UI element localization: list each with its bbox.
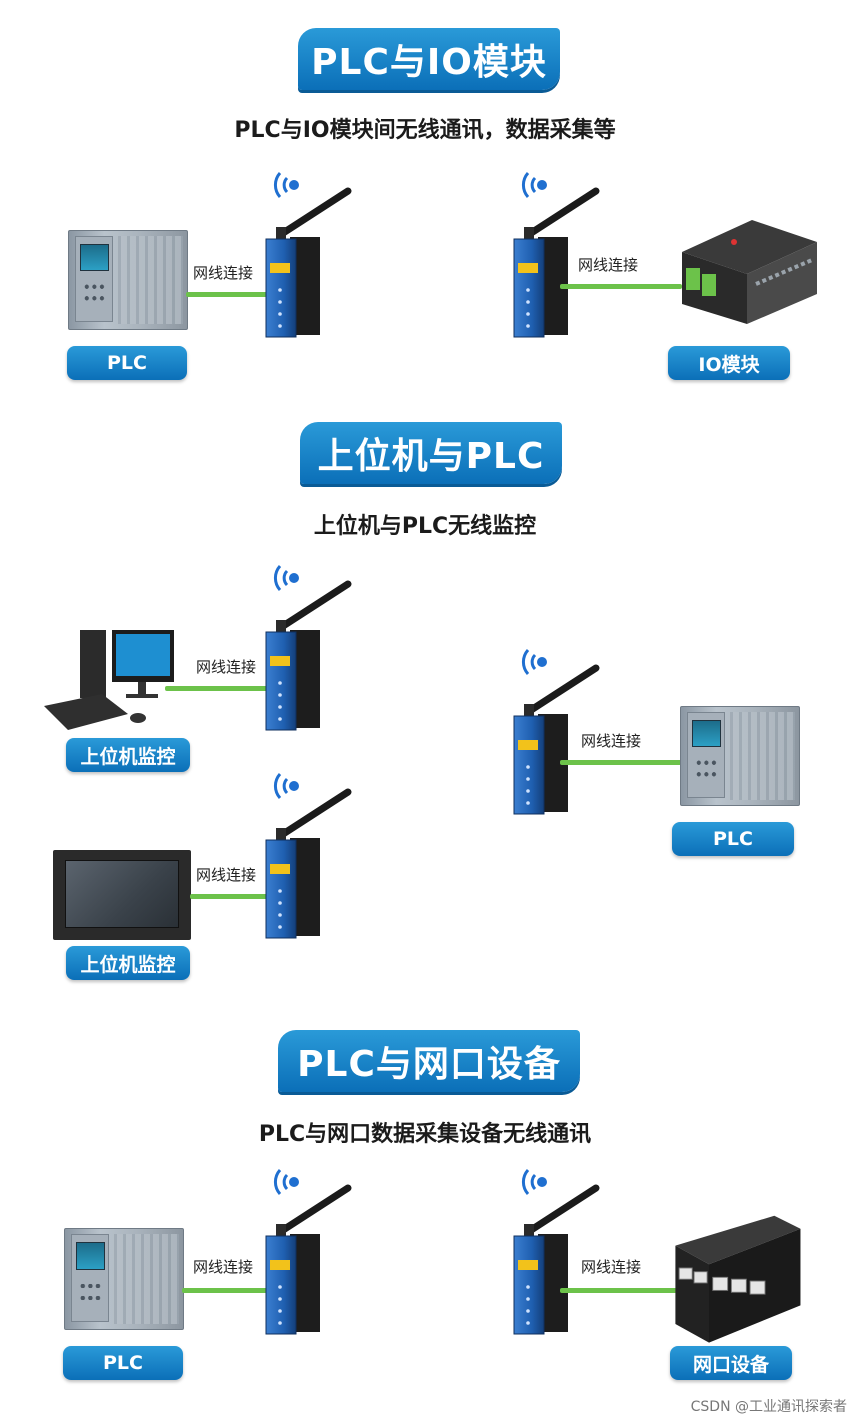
hmi-touch-panel-icon [53, 850, 191, 940]
plc-device-icon [68, 230, 188, 330]
network-cable-line [182, 1288, 272, 1293]
link-label: 网线连接 [581, 1258, 642, 1276]
host-monitor-label: 上位机监控 [66, 946, 190, 980]
link-label: 网线连接 [196, 658, 257, 676]
network-cable-line [165, 686, 271, 691]
plc-label: PLC [67, 346, 187, 380]
link-label: 网线连接 [196, 866, 257, 884]
wireless-module-icon [262, 558, 362, 733]
io-module-device-icon [682, 220, 817, 324]
link-label: 网线连接 [578, 256, 639, 274]
desktop-computer-icon [44, 630, 174, 730]
wireless-module-icon [262, 165, 362, 340]
csdn-watermark: CSDN @工业通讯探索者 [690, 1399, 847, 1415]
wireless-module-icon [510, 1162, 610, 1337]
plc-label: PLC [63, 1346, 183, 1380]
host-monitor-label-text: 上位机监控 [80, 745, 176, 768]
link-label: 网线连接 [193, 264, 254, 282]
host-monitor-label-text: 上位机监控 [80, 953, 176, 976]
section-3-subtitle: PLC与网口数据采集设备无线通讯 [258, 1122, 592, 1147]
plc-label-text: PLC [713, 828, 753, 850]
plc-label: PLC [672, 822, 794, 856]
network-cable-line [186, 292, 272, 297]
section-1-title: PLC与IO模块 [298, 28, 560, 90]
wireless-module-icon [262, 1162, 362, 1337]
host-monitor-label: 上位机监控 [66, 738, 190, 772]
section-2-subtitle: 上位机与PLC无线监控 [313, 514, 537, 539]
io-module-label-text: IO模块 [698, 353, 760, 376]
io-module-label: IO模块 [668, 346, 790, 380]
section-3-title-text: PLC与网口设备 [297, 1044, 561, 1085]
network-device-label: 网口设备 [670, 1346, 792, 1380]
wireless-module-icon [262, 766, 362, 941]
link-label: 网线连接 [581, 732, 642, 750]
section-2-title: 上位机与PLC [300, 422, 562, 484]
network-switch-icon [675, 1215, 801, 1343]
link-label: 网线连接 [193, 1258, 254, 1276]
section-1-title-text: PLC与IO模块 [311, 42, 547, 83]
network-cable-line [560, 284, 682, 289]
plc-device-icon [680, 706, 800, 806]
network-cable-line [560, 1288, 678, 1293]
plc-label-text: PLC [103, 1352, 143, 1374]
wireless-module-icon [510, 165, 610, 340]
network-cable-line [190, 894, 272, 899]
plc-label-text: PLC [107, 352, 147, 374]
network-device-label-text: 网口设备 [692, 1353, 769, 1376]
section-1-subtitle: PLC与IO模块间无线通讯，数据采集等 [234, 118, 616, 143]
network-cable-line [560, 760, 682, 765]
section-3-title: PLC与网口设备 [278, 1030, 580, 1092]
section-2-title-text: 上位机与PLC [317, 436, 545, 477]
plc-device-icon [64, 1228, 184, 1330]
